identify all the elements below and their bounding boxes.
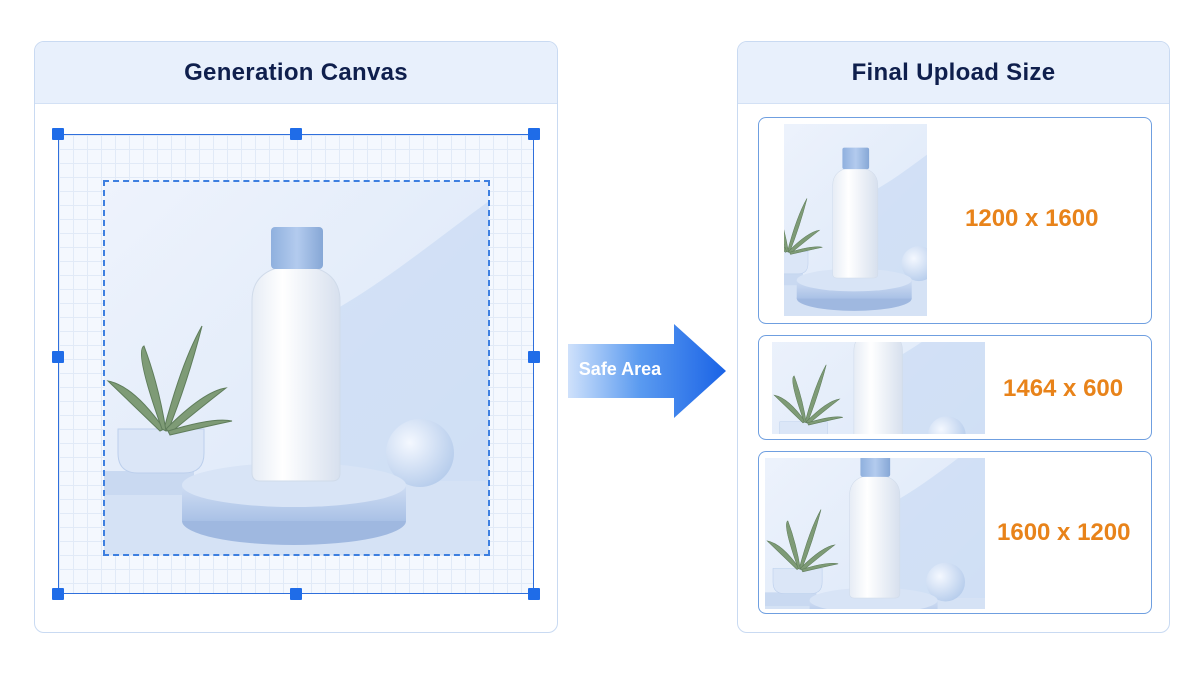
resize-handle-icon[interactable] (528, 128, 540, 140)
product-image (104, 181, 489, 555)
output-size-label: 1464 x 600 (1003, 375, 1124, 402)
output-card-portrait[interactable]: 1200 x 1600 (758, 117, 1152, 324)
final-upload-title: Final Upload Size (851, 58, 1056, 86)
output-card-wide[interactable]: 1464 x 600 (758, 335, 1152, 440)
resize-handle-icon[interactable] (290, 128, 302, 140)
generation-canvas-title: Generation Canvas (184, 58, 408, 86)
right-arrow-icon (568, 324, 726, 418)
output-size-label: 1600 x 1200 (997, 519, 1131, 546)
output-image-landscape (765, 458, 985, 609)
output-image-portrait (784, 124, 927, 316)
safe-area-label: Safe Area (578, 359, 662, 379)
resize-handle-icon[interactable] (52, 351, 64, 363)
resize-handle-icon[interactable] (528, 351, 540, 363)
resize-handle-icon[interactable] (52, 588, 64, 600)
generation-canvas-header: Generation Canvas (35, 42, 557, 104)
output-image-wide (772, 342, 985, 434)
output-size-label: 1200 x 1600 (965, 205, 1099, 232)
output-card-landscape[interactable]: 1600 x 1200 (758, 451, 1152, 614)
resize-handle-icon[interactable] (52, 128, 64, 140)
resize-handle-icon[interactable] (528, 588, 540, 600)
resize-handle-icon[interactable] (290, 588, 302, 600)
final-upload-header: Final Upload Size (738, 42, 1169, 104)
